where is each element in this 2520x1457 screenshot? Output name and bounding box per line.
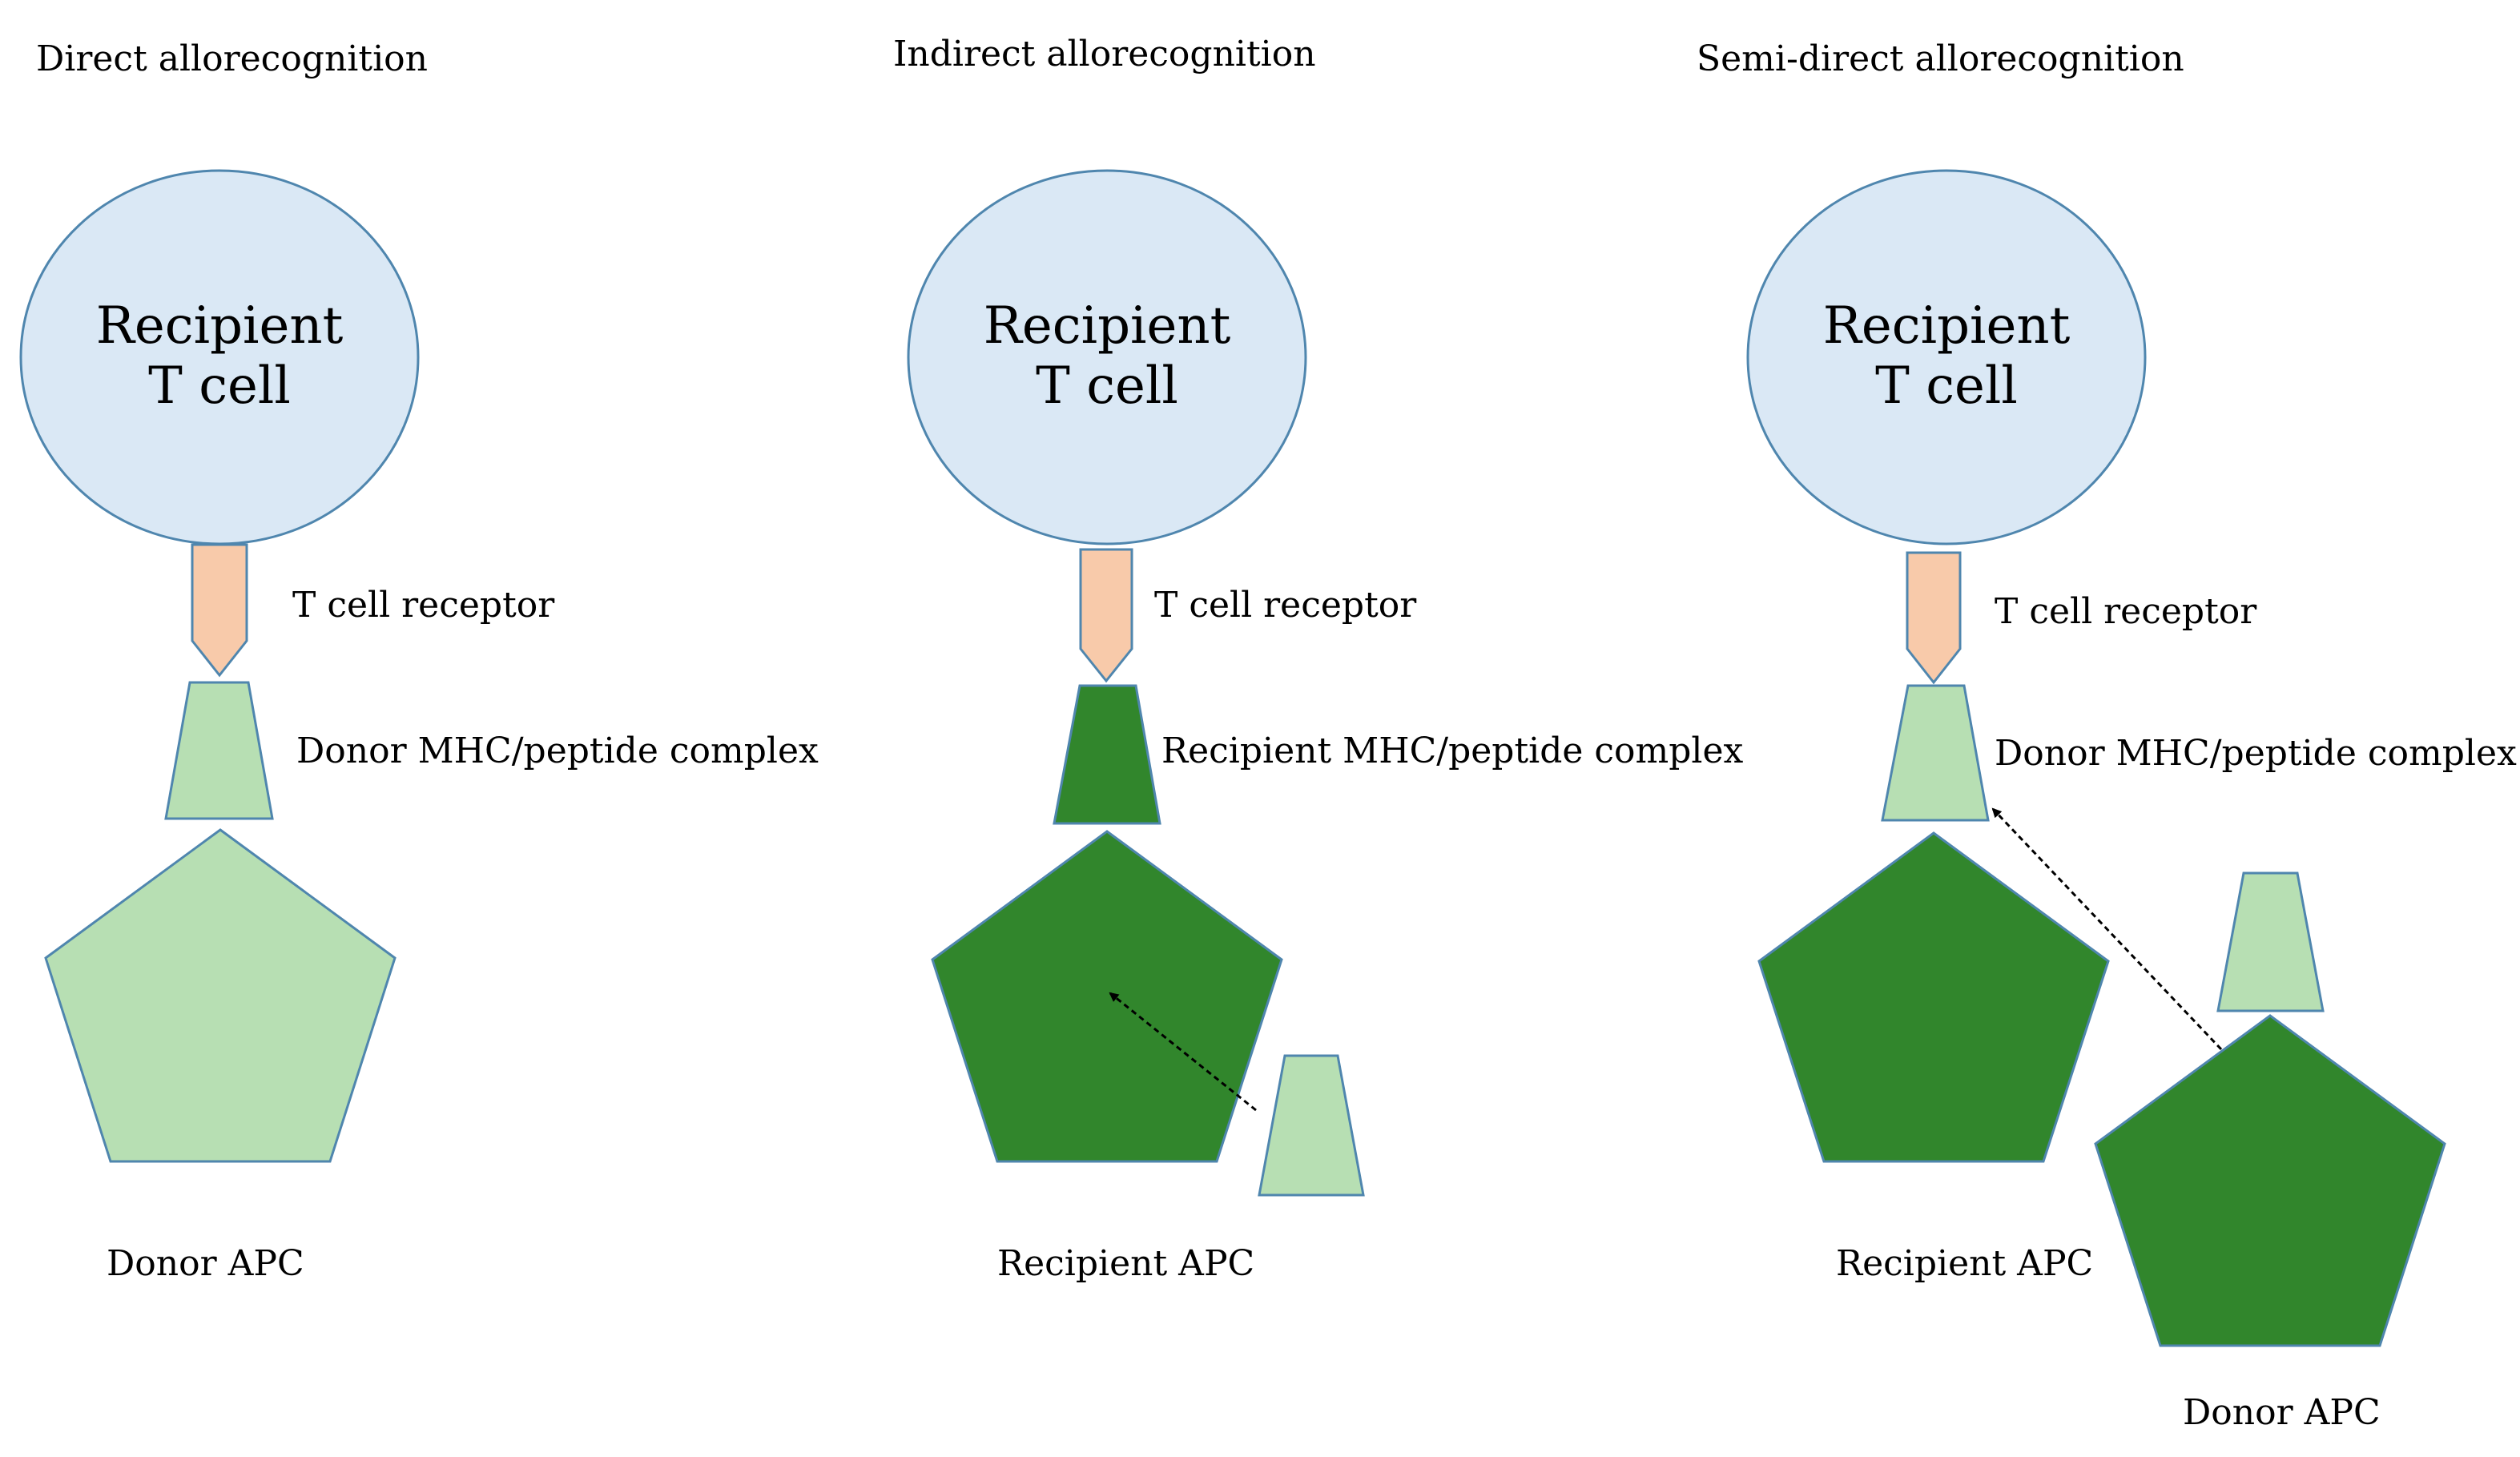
t-cell-label-line2: T cell	[148, 356, 291, 416]
receptor-label: T cell receptor	[1154, 585, 1417, 626]
donor-apc-label: Donor APC	[2183, 1392, 2381, 1433]
t-cell-label-line1: Recipient	[1823, 296, 2071, 356]
recipient-apc-pentagon	[931, 830, 1283, 1163]
donor-mhc-peptide-complex	[1881, 684, 1990, 822]
donor-mhc-on-donor-apc	[2216, 871, 2325, 1012]
recipient-mhc-peptide-complex	[1053, 684, 1161, 825]
panel-indirect: Indirect allorecognition Recipient T cel…	[893, 34, 1744, 1284]
uptake-arrow	[1109, 992, 1257, 1112]
donor-mhc-peptide-complex	[164, 681, 274, 820]
panel-title: Indirect allorecognition	[893, 34, 1316, 74]
transfer-arrow	[1991, 807, 2223, 1051]
donor-apc-pentagon	[2094, 1014, 2446, 1347]
donor-apc-pentagon	[44, 828, 397, 1163]
t-cell-label-line2: T cell	[1036, 356, 1178, 416]
t-cell-receptor	[1079, 548, 1133, 683]
mhc-label: Recipient MHC/peptide complex	[1161, 731, 1744, 771]
apc-label: Recipient APC	[1836, 1243, 2093, 1284]
mhc-label: Donor MHC/peptide complex	[1995, 733, 2517, 774]
t-cell-label-line1: Recipient	[984, 296, 1231, 356]
apc-label: Recipient APC	[997, 1243, 1254, 1284]
mhc-label: Donor MHC/peptide complex	[296, 731, 819, 771]
receptor-label: T cell receptor	[292, 585, 555, 626]
apc-label: Donor APC	[107, 1243, 304, 1284]
recipient-t-cell	[1746, 169, 2147, 545]
recipient-t-cell	[907, 169, 1307, 545]
donor-mhc-fragment	[1258, 1054, 1365, 1197]
panel-direct: Direct allorecognition Recipient T cell …	[19, 38, 819, 1284]
t-cell-label-line2: T cell	[1875, 356, 2018, 416]
receptor-label: T cell receptor	[1995, 591, 2257, 632]
recipient-apc-pentagon	[1757, 831, 2110, 1163]
t-cell-receptor	[1906, 551, 1962, 685]
panel-title: Direct allorecognition	[36, 38, 428, 79]
t-cell-receptor	[191, 543, 248, 678]
t-cell-label-line1: Recipient	[96, 296, 344, 356]
panel-title: Semi-direct allorecognition	[1697, 38, 2184, 79]
panel-semi-direct: Semi-direct allorecognition Recipient T …	[1697, 38, 2517, 1433]
